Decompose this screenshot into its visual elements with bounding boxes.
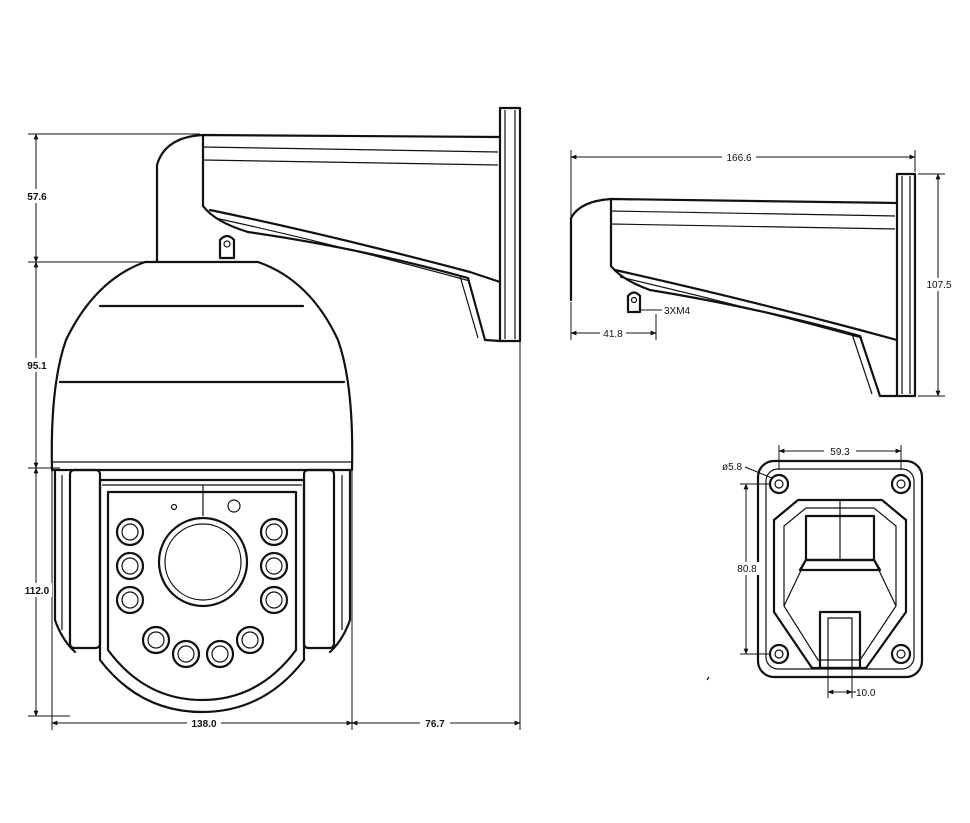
- dim-dome-upper: 95.1: [27, 361, 47, 372]
- dim-arm-offset: 76.7: [425, 719, 445, 730]
- camera-front-view: 57.6 95.1 112.0 138.0 76.7: [22, 106, 522, 730]
- dome-housing: [50, 260, 354, 472]
- dim-mount-height: 57.6: [27, 192, 47, 203]
- bracket-side-view: 166.6 107.5 41.8 3XM4: [569, 150, 953, 398]
- dim-bracket-length: 166.6: [726, 153, 751, 164]
- dim-hole-spacing-v: 80.8: [737, 564, 757, 575]
- dim-dome-width: 138.0: [191, 719, 216, 730]
- dim-screw-offset: 41.8: [603, 329, 623, 340]
- ir-led-array: [115, 517, 289, 669]
- lens: [157, 516, 249, 608]
- dim-dome-lower: 112.0: [25, 586, 50, 597]
- dim-slot-width: 10.0: [856, 688, 876, 699]
- dim-bracket-height: 107.5: [926, 280, 951, 291]
- camera-body: [53, 468, 352, 714]
- wall-plate: [498, 106, 522, 343]
- dim-hole-diameter: ø5.8: [722, 462, 742, 473]
- dim-screw-spec: 3XM4: [664, 306, 691, 317]
- wall-plate-front-view: 59.3 ø5.8 80.8 10.0: [722, 445, 924, 699]
- dim-hole-spacing-h: 59.3: [830, 447, 850, 458]
- bracket-arm: [155, 133, 502, 343]
